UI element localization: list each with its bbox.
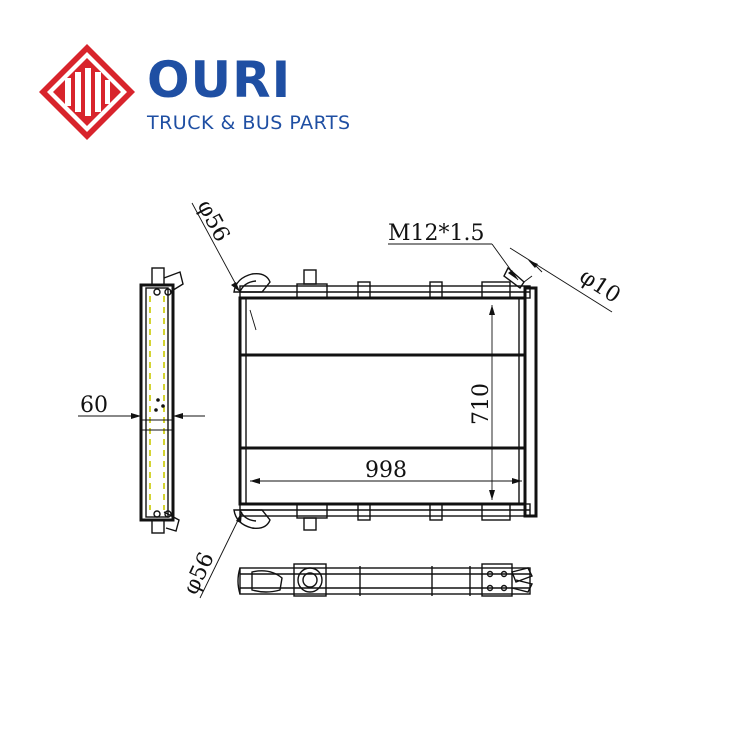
brand-name: OURI — [147, 51, 291, 109]
ouri-diamond-logo-icon — [39, 44, 135, 140]
front-view — [233, 266, 538, 531]
top-pipe-diameter-label: φ56 — [192, 196, 234, 246]
width-label: 998 — [365, 458, 407, 483]
brand-tagline: TRUCK & BUS PARTS — [146, 112, 351, 134]
bottom-view — [237, 563, 534, 597]
small-hole-diameter-label: φ10 — [575, 264, 625, 309]
bottom-pipe-diameter-callout: φ56 — [179, 511, 243, 599]
bottom-pipe-diameter-label: φ56 — [179, 549, 220, 599]
thickness-dimension: 60 — [78, 393, 205, 419]
width-dimension: 998 — [250, 458, 522, 484]
thickness-label: 60 — [80, 393, 108, 418]
height-label: 710 — [469, 383, 494, 425]
side-view — [139, 267, 184, 534]
thread-callout: M12*1.5 — [388, 221, 519, 281]
height-dimension: 710 — [469, 305, 495, 500]
top-pipe-diameter-callout: φ56 — [191, 196, 241, 293]
thread-label: M12*1.5 — [388, 221, 485, 246]
